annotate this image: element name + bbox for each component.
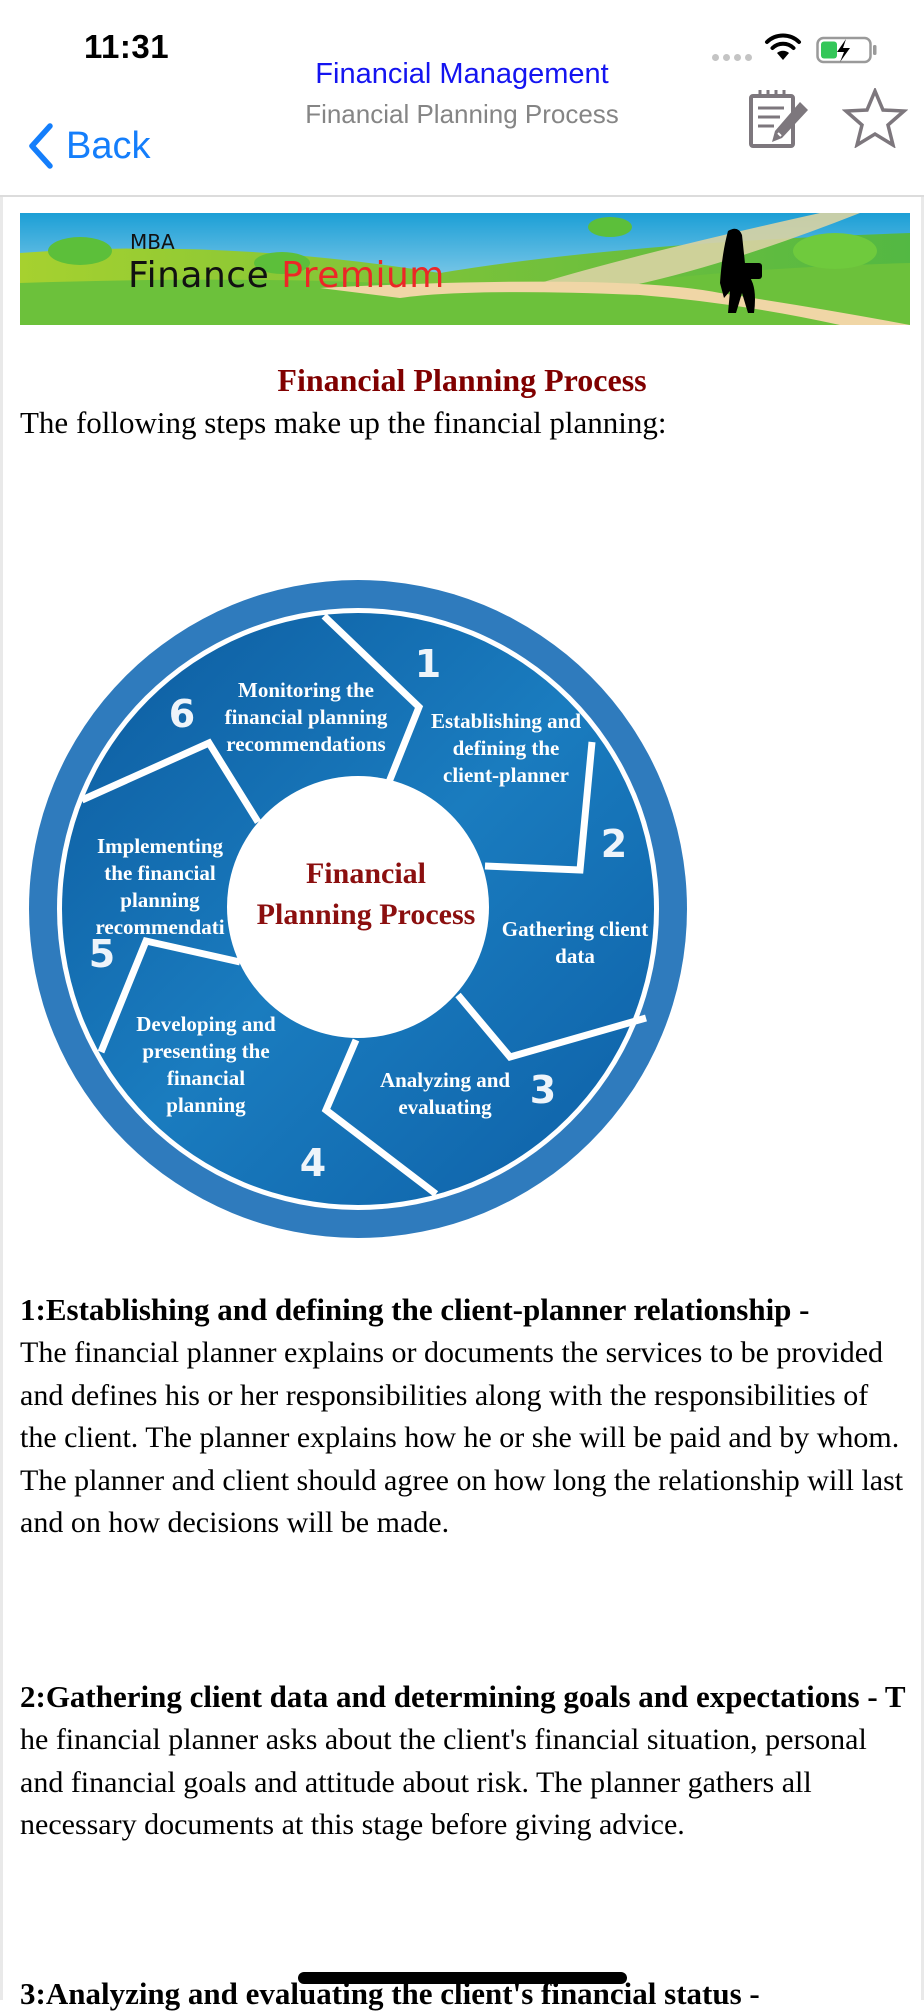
- section-body: The financial planner explains or docume…: [20, 1336, 904, 1539]
- step-6-label-line: Monitoring the: [238, 678, 374, 702]
- section-body: he financial planner asks about the clie…: [20, 1723, 867, 1841]
- center-circle: [227, 776, 489, 1038]
- cellular-signal-icon: [712, 54, 752, 61]
- step-1-label-line: defining the: [453, 736, 560, 760]
- separator-1-2: [484, 741, 596, 874]
- separator-2-3: [455, 992, 647, 1061]
- step-number-3: 3: [530, 1068, 556, 1112]
- back-label: Back: [66, 124, 151, 167]
- segment-separators: [80, 613, 647, 1197]
- step-number-2: 2: [601, 822, 627, 866]
- step-6-label-line: financial planning: [225, 705, 388, 729]
- step-3-label-line: Analyzing and: [380, 1068, 510, 1092]
- step-4-label-line: Developing and: [136, 1012, 276, 1036]
- step-number-6: 6: [169, 692, 195, 736]
- step-5-label-line: recommendati: [95, 915, 224, 939]
- step-5-label-line: planning: [120, 888, 200, 912]
- finance-premium-banner[interactable]: MBA Finance Premium: [20, 213, 910, 325]
- wifi-icon: [765, 33, 801, 60]
- banner-landscape-illustration: [20, 213, 910, 325]
- nav-divider: [0, 195, 924, 197]
- intro-text: The following steps make up the financia…: [20, 405, 667, 440]
- nav-title: Financial Management: [315, 58, 609, 90]
- nav-subtitle: Financial Planning Process: [305, 99, 619, 129]
- section-step-2: 2:Gathering client data and determining …: [20, 1675, 906, 1847]
- center-label-line1: Financial: [306, 857, 426, 890]
- banner-title: Finance Premium: [128, 255, 445, 296]
- step-number-4: 4: [300, 1141, 326, 1185]
- separator-3-4: [321, 1038, 439, 1197]
- home-indicator[interactable]: [298, 1972, 627, 1984]
- webview-edge-right: [921, 197, 924, 2000]
- center-label-line2: Planning Process: [257, 898, 476, 931]
- step-number-1: 1: [415, 642, 441, 686]
- step-number-5: 5: [89, 932, 115, 976]
- section-step-1: 1:Establishing and defining the client-p…: [20, 1288, 906, 1545]
- back-button[interactable]: Back: [26, 120, 150, 172]
- chevron-left-icon: [29, 123, 53, 169]
- step-1-label-line: client-planner: [443, 763, 569, 787]
- separator-6-1: [321, 613, 424, 784]
- star-favorite-icon[interactable]: [842, 88, 908, 148]
- article-title: Financial Planning Process: [277, 362, 647, 398]
- step-2-label-line: data: [555, 944, 595, 968]
- step-4-label-line: financial: [167, 1066, 245, 1090]
- step-3-label-line: evaluating: [398, 1095, 492, 1119]
- separator-4-5: [97, 936, 241, 1054]
- step-5-label-line: Implementing: [97, 834, 224, 858]
- battery-charging-icon: [816, 36, 877, 64]
- webview-edge-left: [0, 197, 3, 2000]
- banner-mba-label: MBA: [130, 230, 175, 254]
- status-time: 11:31: [84, 28, 170, 65]
- section-heading: 1:Establishing and defining the client-p…: [20, 1292, 810, 1327]
- separator-5-6: [80, 738, 261, 824]
- financial-planning-process-diagram: Financial Planning Process 1Establishing…: [29, 580, 687, 1238]
- section-heading: 2:Gathering client data and determining …: [20, 1679, 906, 1714]
- step-4-label-line: presenting the: [142, 1039, 269, 1063]
- step-1-label-line: Establishing and: [431, 709, 581, 733]
- banner-title-premium: Premium: [281, 255, 445, 296]
- step-6-label-line: recommendations: [226, 732, 385, 756]
- notes-edit-icon[interactable]: [748, 88, 810, 148]
- banner-title-main: Finance: [128, 255, 270, 296]
- step-2-label-line: Gathering client: [502, 917, 648, 941]
- step-5-label-line: the financial: [104, 861, 216, 885]
- step-4-label-line: planning: [166, 1093, 246, 1117]
